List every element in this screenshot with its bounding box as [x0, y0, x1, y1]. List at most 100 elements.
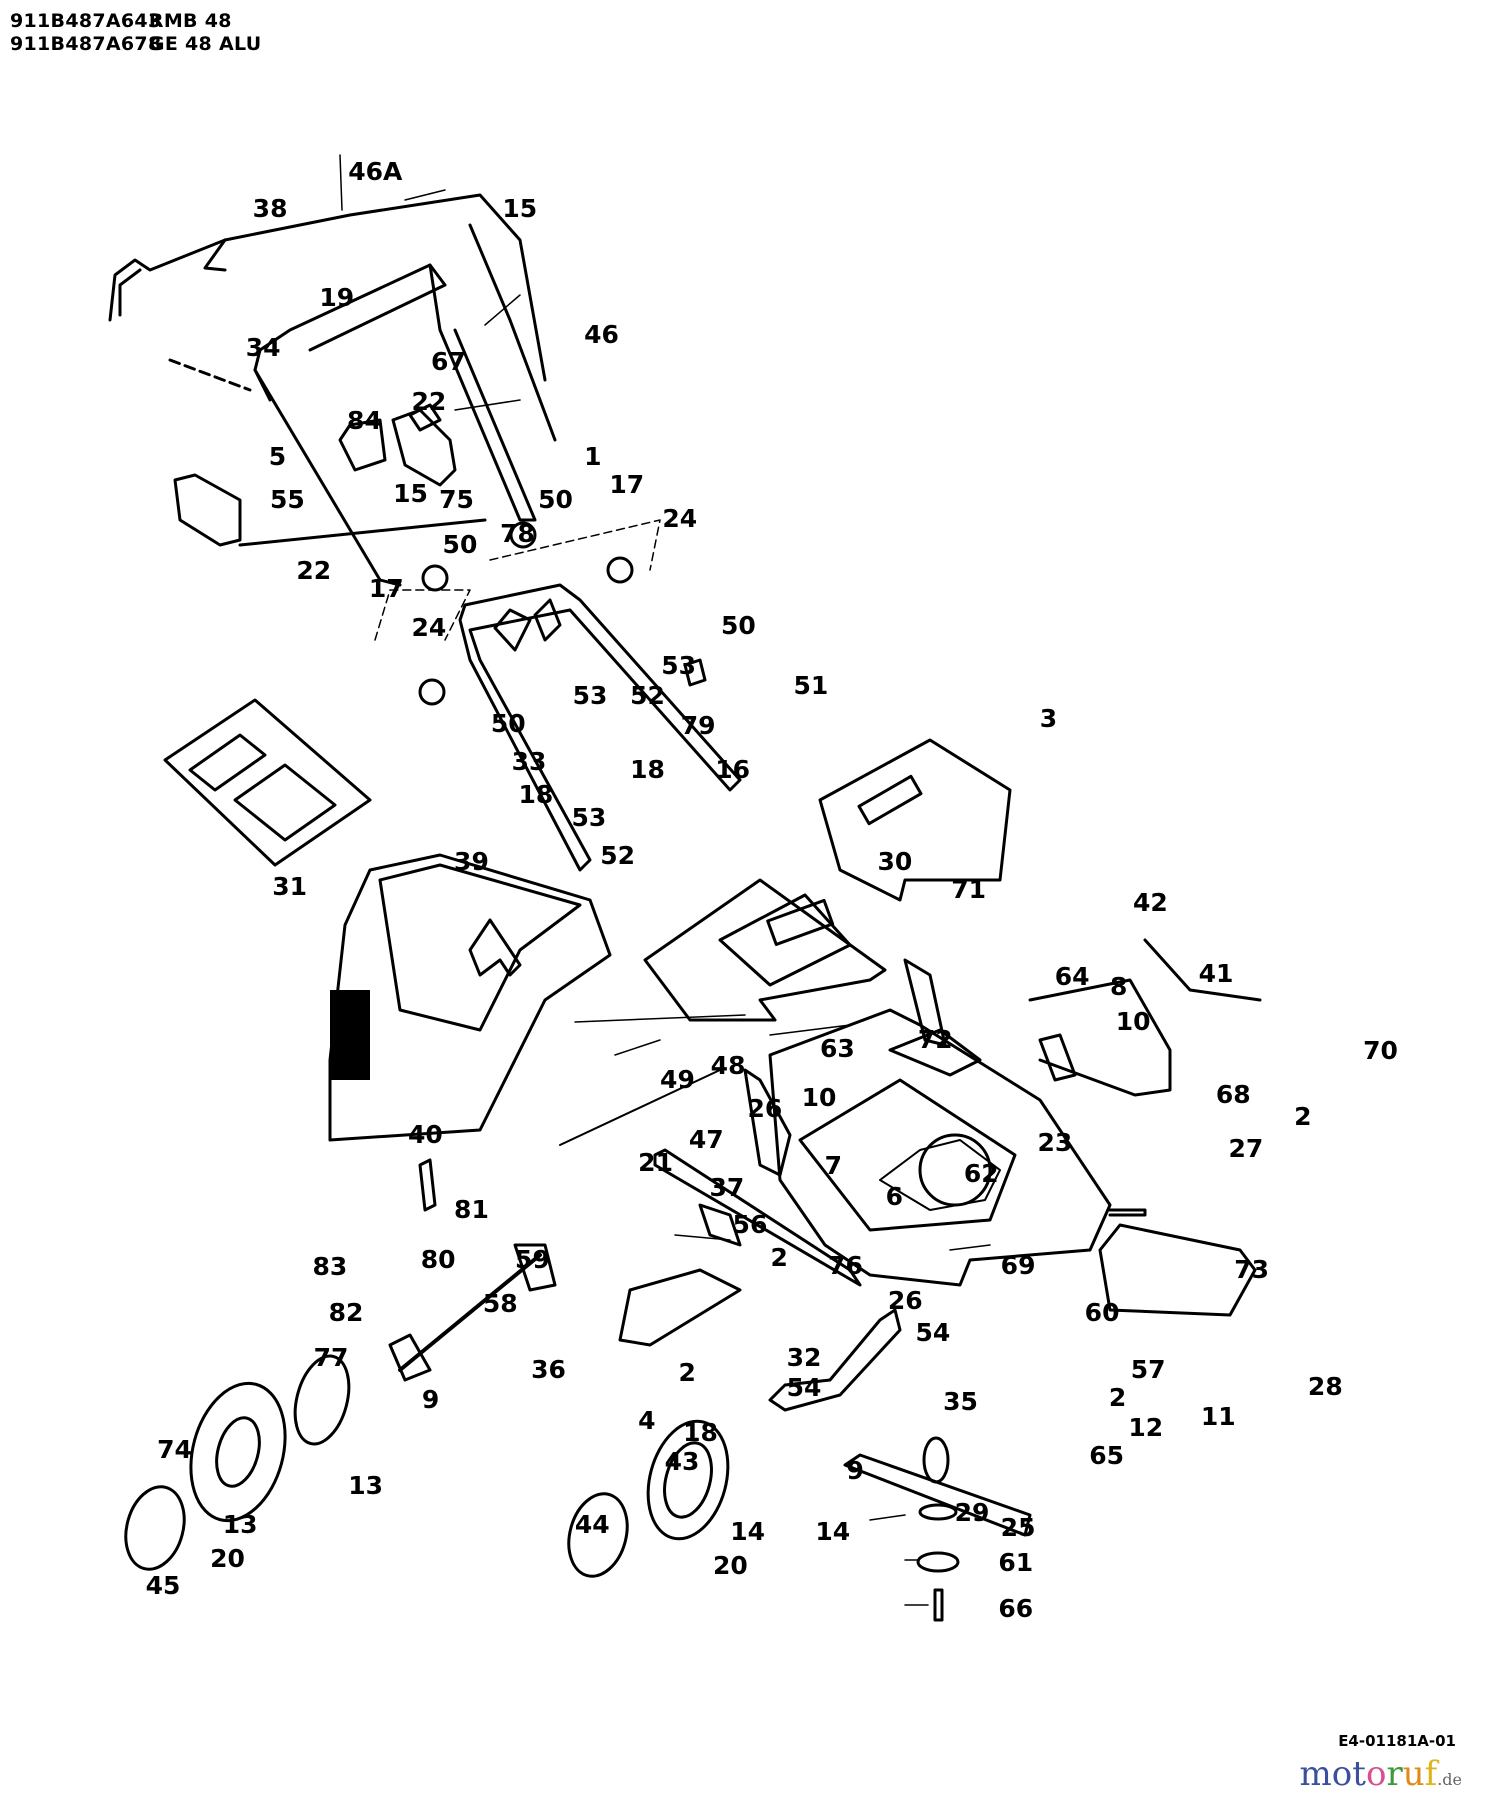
part-label-48: 48 [710, 1051, 746, 1081]
part-label-33: 33 [511, 746, 547, 776]
brand-wordmark: motoruf [1300, 1754, 1438, 1794]
part-label-52: 52 [600, 840, 635, 870]
part-label-35: 35 [943, 1386, 978, 1416]
front-right-wheel [567, 1268, 902, 1578]
part-label-61: 61 [998, 1547, 1034, 1577]
model-code: 911B487A678 [10, 33, 162, 55]
brand-letter: r [1386, 1754, 1403, 1794]
part-label-64: 64 [1054, 961, 1090, 991]
part-label-50: 50 [538, 484, 573, 514]
part-label-19: 19 [319, 283, 355, 313]
part-label-54: 54 [786, 1373, 822, 1402]
brand-logo[interactable]: motoruf.de [1300, 1754, 1462, 1800]
part-label-18: 18 [630, 754, 665, 784]
part-label-75: 75 [439, 484, 474, 514]
model-line-1: 911B487A643 RMB 48 [10, 10, 232, 32]
part-label-62: 62 [963, 1159, 999, 1189]
part-label-45: 45 [145, 1570, 181, 1600]
part-label-73: 73 [1234, 1254, 1270, 1284]
brand-letter: m [1299, 1754, 1332, 1794]
grass-catcher [328, 853, 612, 1142]
part-label-27: 27 [1228, 1133, 1264, 1163]
part-label-82: 82 [328, 1298, 364, 1328]
part-label-20: 20 [712, 1551, 748, 1581]
part-label-50: 50 [721, 610, 756, 640]
rear-left-wheel [124, 1158, 557, 1571]
part-label-69: 69 [1000, 1251, 1036, 1281]
part-label-53: 53 [571, 802, 607, 832]
part-label-2: 2 [770, 1243, 788, 1273]
control-levers [173, 403, 487, 547]
model-code: 911B487A643 [10, 10, 162, 32]
part-label-21: 21 [638, 1147, 673, 1177]
part-label-22: 22 [411, 386, 447, 416]
part-label-80: 80 [420, 1245, 456, 1275]
part-label-53: 53 [572, 681, 608, 711]
part-label-13: 13 [222, 1509, 258, 1539]
part-label-65: 65 [1089, 1440, 1125, 1470]
rear-deflector [643, 878, 887, 1022]
part-label-46: 46 [584, 320, 619, 350]
part-label-74: 74 [157, 1435, 192, 1465]
model-name: GE 48 ALU [148, 33, 262, 55]
part-label-4: 4 [638, 1406, 656, 1436]
part-label-31: 31 [272, 871, 308, 901]
part-label-6: 6 [885, 1182, 903, 1212]
part-label-2: 2 [1108, 1383, 1127, 1413]
brand-letter: o [1331, 1754, 1353, 1794]
brand-suffix: .de [1437, 1770, 1462, 1789]
part-label-2: 2 [678, 1358, 696, 1388]
part-label-12: 12 [1128, 1413, 1164, 1443]
part-label-23: 23 [1037, 1128, 1073, 1158]
part-label-60: 60 [1084, 1298, 1120, 1328]
part-label-72: 72 [917, 1024, 953, 1054]
part-label-57: 57 [1130, 1354, 1166, 1384]
side-parts [903, 938, 1262, 1317]
part-label-44: 44 [574, 1509, 610, 1539]
part-label-15: 15 [502, 193, 538, 223]
part-label-32: 32 [786, 1343, 822, 1373]
part-label-50: 50 [442, 530, 478, 560]
part-label-17: 17 [609, 469, 645, 499]
part-label-22: 22 [296, 555, 332, 585]
part-label-42: 42 [1133, 887, 1168, 917]
part-label-58: 58 [482, 1289, 518, 1319]
part-label-53: 53 [661, 651, 696, 681]
part-label-24: 24 [662, 504, 698, 534]
part-label-17: 17 [368, 574, 404, 604]
part-label-8: 8 [1110, 971, 1128, 1001]
part-label-37: 37 [709, 1173, 745, 1202]
part-label-84: 84 [347, 406, 382, 436]
part-label-56: 56 [732, 1209, 768, 1239]
part-label-40: 40 [408, 1120, 443, 1150]
part-label-2: 2 [1294, 1101, 1312, 1131]
part-label-25: 25 [1000, 1513, 1036, 1543]
part-label-71: 71 [951, 875, 986, 905]
part-label-16: 16 [715, 754, 751, 784]
part-label-76: 76 [828, 1251, 863, 1281]
part-label-20: 20 [210, 1544, 245, 1574]
part-label-41: 41 [1198, 959, 1234, 989]
part-label-54: 54 [915, 1317, 951, 1347]
part-label-29: 29 [954, 1498, 990, 1528]
grass-bag-top [163, 698, 372, 867]
part-label-14: 14 [815, 1516, 851, 1546]
part-label-70: 70 [1363, 1036, 1398, 1066]
part-label-67: 67 [431, 346, 466, 376]
part-label-28: 28 [1307, 1371, 1343, 1401]
part-label-3: 3 [1039, 704, 1058, 734]
part-label-39: 39 [454, 846, 489, 876]
part-label-77: 77 [313, 1343, 349, 1373]
part-label-18: 18 [518, 779, 554, 809]
part-label-50: 50 [490, 708, 526, 738]
brand-letter: f [1424, 1754, 1438, 1794]
part-label-46A: 46A [348, 156, 403, 186]
part-label-9: 9 [421, 1384, 440, 1414]
part-label-81: 81 [454, 1194, 489, 1224]
part-label-55: 55 [269, 484, 305, 514]
part-label-13: 13 [348, 1470, 383, 1500]
drawing-reference: E4-01181A-01 [1338, 1732, 1456, 1750]
part-label-26: 26 [747, 1093, 783, 1123]
part-label-34: 34 [245, 332, 281, 362]
